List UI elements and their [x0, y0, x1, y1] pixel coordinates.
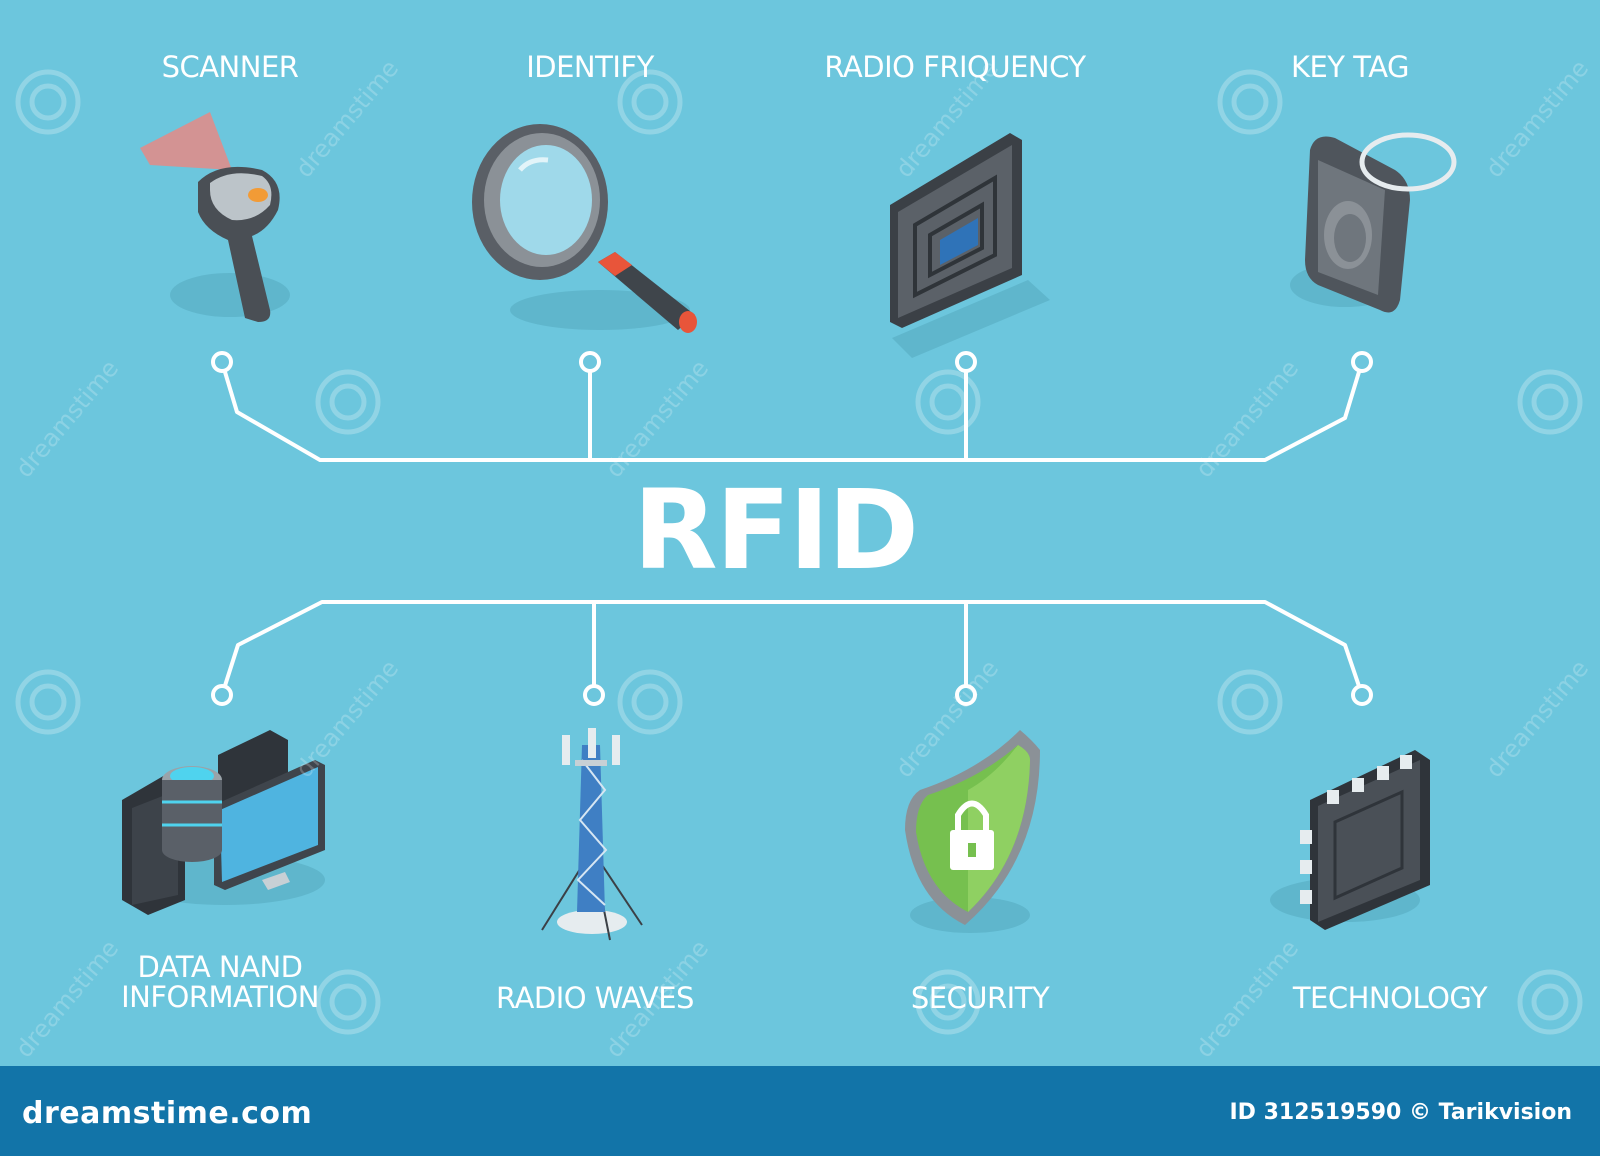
- microchip-icon: [1270, 750, 1430, 930]
- label-data-information-line-2: INFORMATION: [121, 980, 319, 1014]
- node-security: [955, 684, 977, 706]
- connector-top-bus: [220, 361, 1364, 462]
- connector-bottom-bus: [220, 600, 1364, 696]
- label-identify: IDENTIFY: [526, 50, 654, 84]
- label-security: SECURITY: [910, 981, 1050, 1015]
- label-key-tag: KEY TAG: [1290, 50, 1410, 84]
- node-scanner: [211, 351, 233, 373]
- radio-tower-icon: [541, 728, 643, 941]
- magnifying-glass-icon: [472, 124, 697, 333]
- label-scanner: SCANNER: [161, 50, 299, 84]
- node-identify: [579, 351, 601, 373]
- footer-bar: dreamstime.com ID 312519590 © Tarikvisio…: [0, 1066, 1600, 1156]
- connector-lines: [220, 361, 1364, 696]
- brand-logo: dreamstime.com: [22, 1096, 313, 1131]
- node-data: [211, 684, 233, 706]
- label-data-information-line-1: DATA NAND: [137, 950, 303, 984]
- node-key-tag: [1351, 351, 1373, 373]
- barcode-scanner-icon: [140, 112, 290, 322]
- node-technology: [1351, 684, 1373, 706]
- label-technology: TECHNOLOGY: [1292, 981, 1488, 1015]
- key-tag-icon: [1290, 132, 1457, 313]
- label-data-information: DATA NAND INFORMATION: [100, 952, 340, 1012]
- label-radio-friquency: RADIO FRIQUENCY: [824, 50, 1086, 84]
- node-radio-waves: [583, 684, 605, 706]
- connector-nodes: [211, 351, 1373, 706]
- rfid-chip-card-icon: [890, 133, 1050, 358]
- server-database-icon: [122, 730, 325, 915]
- node-radio-friquency: [955, 351, 977, 373]
- image-credit: ID 312519590 © Tarikvision: [1229, 1100, 1572, 1125]
- watermark-spirals: [15, 69, 1583, 1035]
- diagram-title: RFID: [632, 466, 919, 594]
- shield-lock-icon: [905, 730, 1040, 933]
- label-radio-waves: RADIO WAVES: [496, 981, 694, 1015]
